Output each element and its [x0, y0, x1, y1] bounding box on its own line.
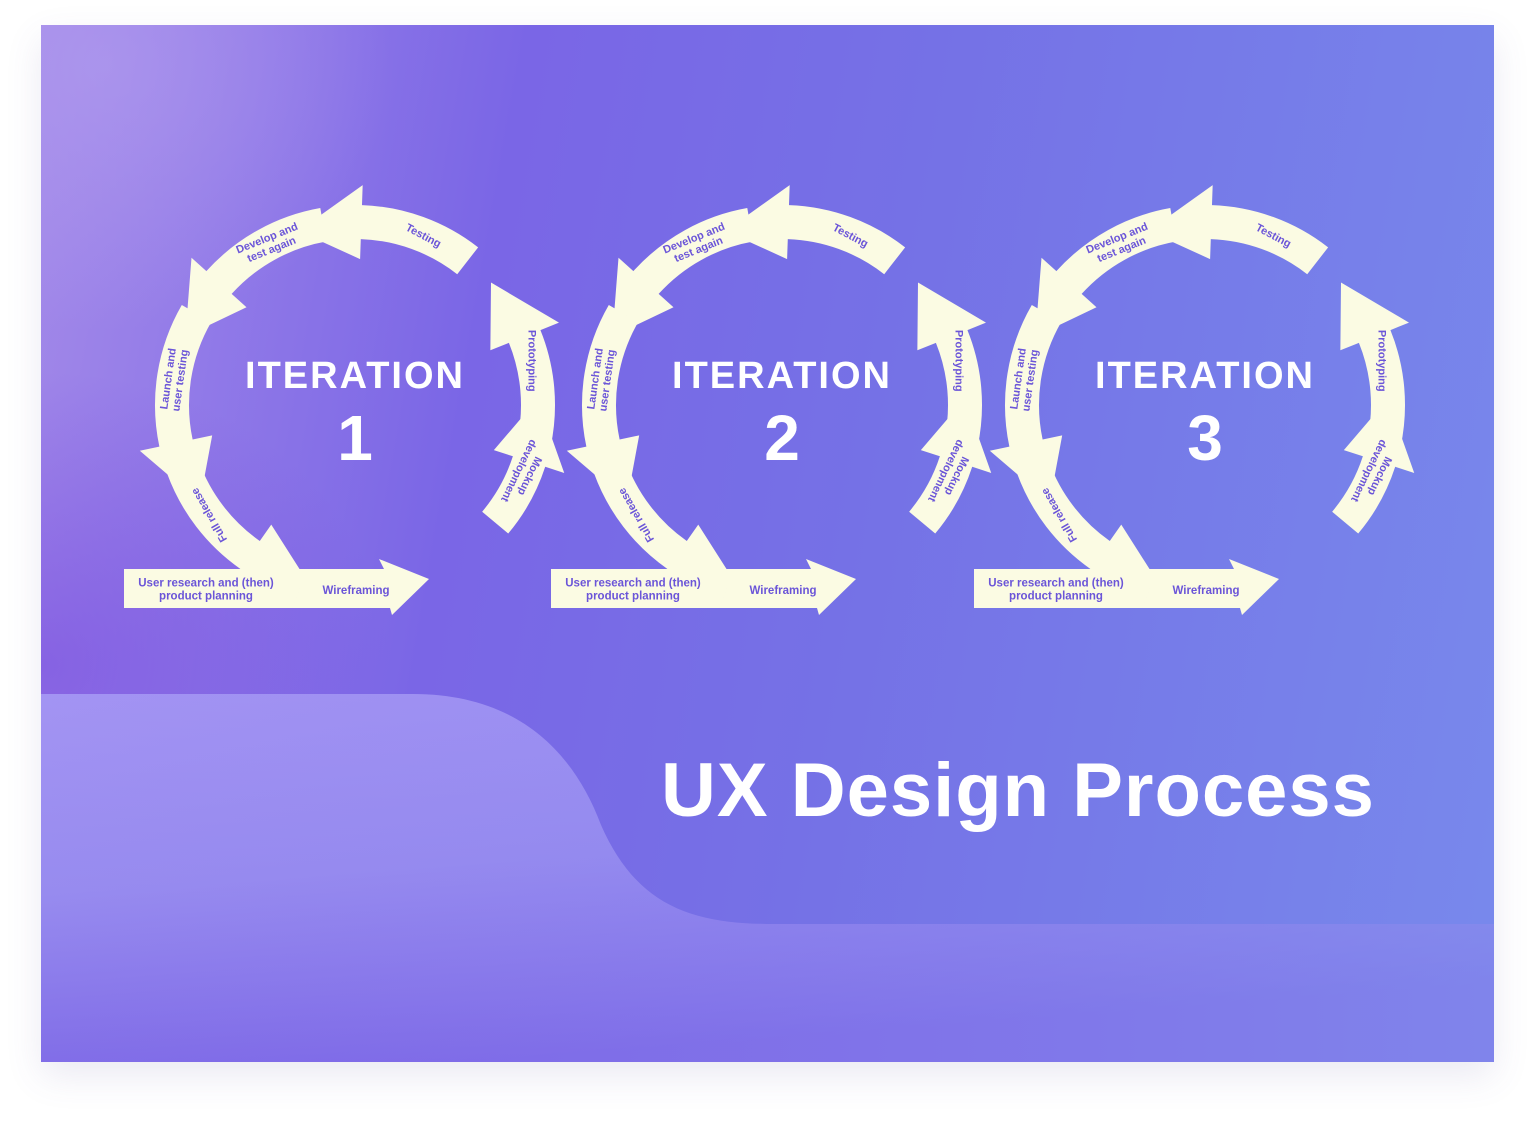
step-label: Prototyping	[1376, 330, 1388, 392]
wireframing-arrow	[292, 559, 429, 615]
iteration-1-title: ITERATION	[245, 355, 465, 397]
iteration-2-number: 2	[764, 402, 800, 474]
iteration-3-title: ITERATION	[1095, 355, 1315, 397]
wireframing-arrow	[1142, 559, 1279, 615]
step-label: User research and (then)product planning	[138, 578, 274, 603]
infographic-card: UX Design Process	[41, 25, 1494, 1062]
step-label: Wireframing	[323, 585, 390, 597]
launch-and-user-testing-arrow	[139, 305, 213, 502]
step-label: Prototyping	[526, 330, 538, 392]
develop-and-test-again-arrow	[612, 208, 754, 337]
iteration-2-title: ITERATION	[672, 355, 892, 397]
develop-and-test-again-arrow	[1035, 208, 1177, 337]
page-title: UX Design Process	[661, 748, 1375, 833]
develop-and-test-again-arrow	[185, 208, 327, 337]
full-release-arrow	[1017, 461, 1158, 586]
full-release-arrow	[167, 461, 308, 586]
step-label: User research and (then)product planning	[565, 578, 701, 603]
step-label: Wireframing	[750, 585, 817, 597]
iteration-3-number: 3	[1187, 402, 1223, 474]
user-research-arrow	[551, 569, 729, 608]
bottom-wave-shape	[41, 694, 1494, 1062]
wireframing-arrow	[719, 559, 856, 615]
prototyping-arrow	[490, 282, 559, 447]
full-release-arrow	[594, 461, 735, 586]
testing-arrow	[1148, 185, 1329, 275]
launch-and-user-testing-arrow	[566, 305, 640, 502]
iteration-1-cycle: User research and (then)product planning…	[124, 185, 565, 615]
prototyping-arrow	[917, 282, 986, 447]
user-research-arrow	[974, 569, 1152, 608]
testing-arrow	[725, 185, 906, 275]
iteration-1-number: 1	[337, 402, 373, 474]
iteration-2-cycle: User research and (then)product planning…	[551, 185, 992, 615]
prototyping-arrow	[1340, 282, 1409, 447]
step-label: Wireframing	[1173, 585, 1240, 597]
testing-arrow	[298, 185, 479, 275]
user-research-arrow	[124, 569, 302, 608]
step-label: User research and (then)product planning	[988, 578, 1124, 603]
launch-and-user-testing-arrow	[989, 305, 1063, 502]
step-label: Prototyping	[953, 330, 965, 392]
